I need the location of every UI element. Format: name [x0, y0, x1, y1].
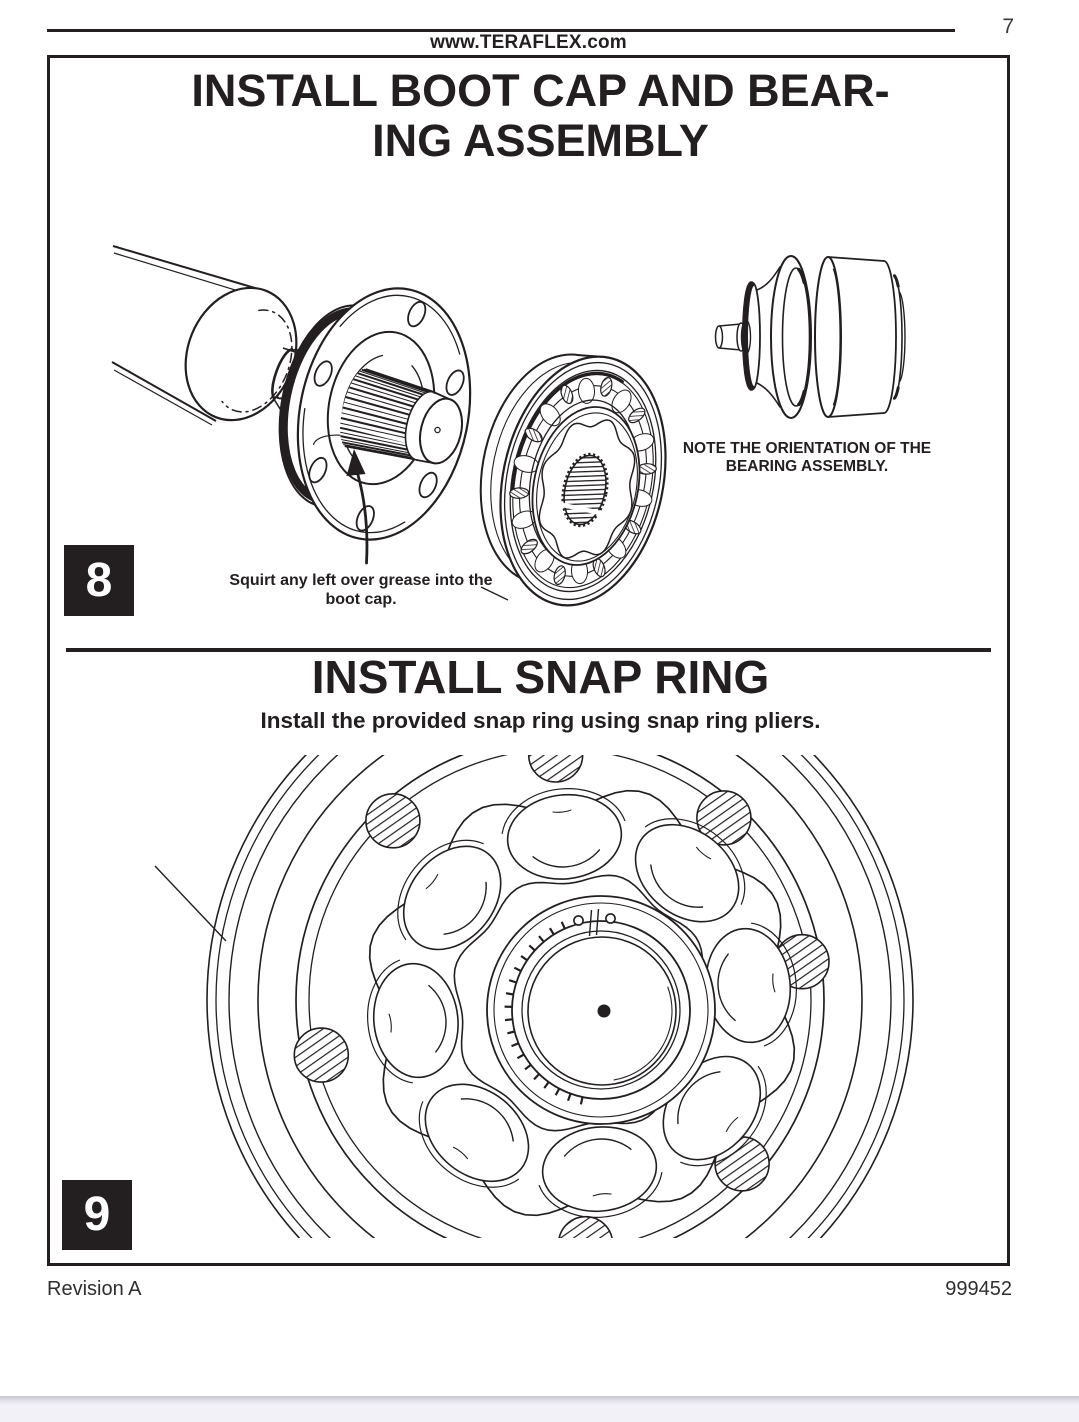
section8-title-line2: ING ASSEMBLY	[372, 115, 709, 166]
step-number-9: 9	[62, 1180, 132, 1250]
section9-title: INSTALL SNAP RING	[311, 651, 770, 703]
snap-ring-closeup-illustration	[154, 755, 914, 1238]
grease-callout: Squirt any left over grease into the boo…	[161, 572, 561, 609]
page-border-box	[47, 55, 1010, 1266]
grease-callout-line2: boot cap.	[325, 590, 397, 608]
note-line2: BEARING ASSEMBLY.	[725, 458, 889, 475]
header-rule	[47, 29, 955, 32]
section8-title-line1: INSTALL BOOT CAP AND BEAR-	[191, 65, 890, 116]
section8-title: INSTALL BOOT CAP AND BEAR- ING ASSEMBLY	[59, 66, 1022, 166]
section-divider	[66, 648, 991, 652]
part-number: 999452	[945, 1278, 1012, 1300]
section9-subtitle: Install the provided snap ring using sna…	[260, 708, 821, 733]
page-number: 7	[1002, 15, 1014, 38]
pdf-viewer-bottom-band	[0, 1396, 1079, 1422]
driveshaft-boot-cap-illustration	[111, 245, 906, 607]
grease-callout-line1: Squirt any left over grease into the	[229, 572, 493, 589]
step-number-8: 8	[64, 545, 134, 616]
note-line1: NOTE THE ORIENTATION OF THE	[682, 440, 932, 457]
revision-label: Revision A	[47, 1278, 142, 1300]
bearing-orientation-note: NOTE THE ORIENTATION OF THE BEARING ASSE…	[607, 440, 1007, 476]
website-header: www.TERAFLEX.com	[430, 32, 627, 53]
